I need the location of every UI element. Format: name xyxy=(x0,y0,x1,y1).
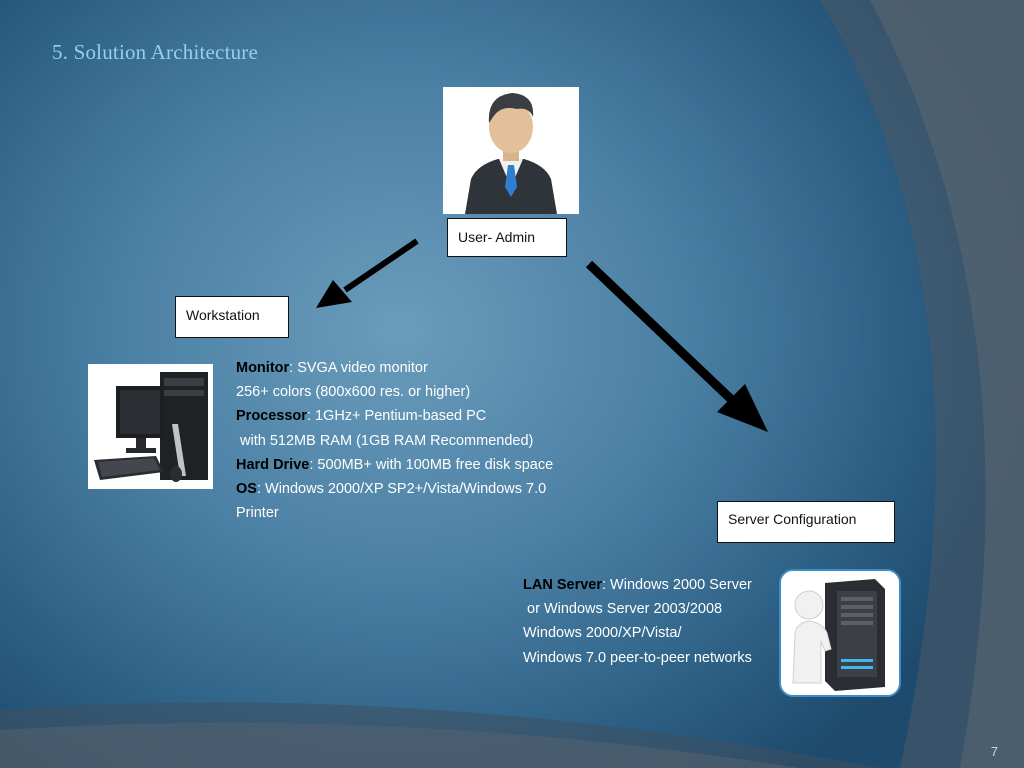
workstation-specs: Monitor: SVGA video monitor 256+ colors … xyxy=(236,356,553,525)
spec-row: Monitor: SVGA video monitor xyxy=(236,360,428,376)
workstation-label: Workstation xyxy=(175,296,289,338)
server-tower-icon xyxy=(781,571,899,695)
server-configuration-label: Server Configuration xyxy=(717,501,895,543)
user-admin-label: User- Admin xyxy=(447,218,567,257)
spec-row: OS: Windows 2000/XP SP2+/Vista/Windows 7… xyxy=(236,481,547,498)
spec-row: 256+ colors (800x600 res. or higher) xyxy=(236,384,471,401)
server-specs: LAN Server: Windows 2000 Server or Windo… xyxy=(523,573,752,670)
arrow-head-workstation xyxy=(316,280,352,308)
arrow-head-server xyxy=(717,384,768,432)
businessman-icon xyxy=(443,87,579,214)
page-number: 7 xyxy=(990,744,998,759)
slide-title: 5. Solution Architecture xyxy=(52,40,259,64)
spec-row: Hard Drive: 500MB+ with 100MB free disk … xyxy=(236,456,554,473)
desktop-computer-icon xyxy=(88,364,213,489)
spec-row: with 512MB RAM (1GB RAM Recommended) xyxy=(236,432,534,449)
spec-row: Processor: 1GHz+ Pentium-based PC xyxy=(236,408,487,425)
arrow-to-workstation xyxy=(343,238,419,293)
spec-row: Windows 2000/XP/Vista/ xyxy=(523,625,682,642)
user-admin-image xyxy=(443,87,579,214)
arrow-to-server xyxy=(585,260,738,406)
server-image xyxy=(779,569,901,697)
spec-row: Printer xyxy=(236,505,279,522)
spec-row: LAN Server: Windows 2000 Server xyxy=(523,577,752,593)
workstation-image xyxy=(88,364,213,489)
spec-row: Windows 7.0 peer-to-peer networks xyxy=(523,649,752,666)
spec-row: or Windows Server 2003/2008 xyxy=(523,601,723,618)
